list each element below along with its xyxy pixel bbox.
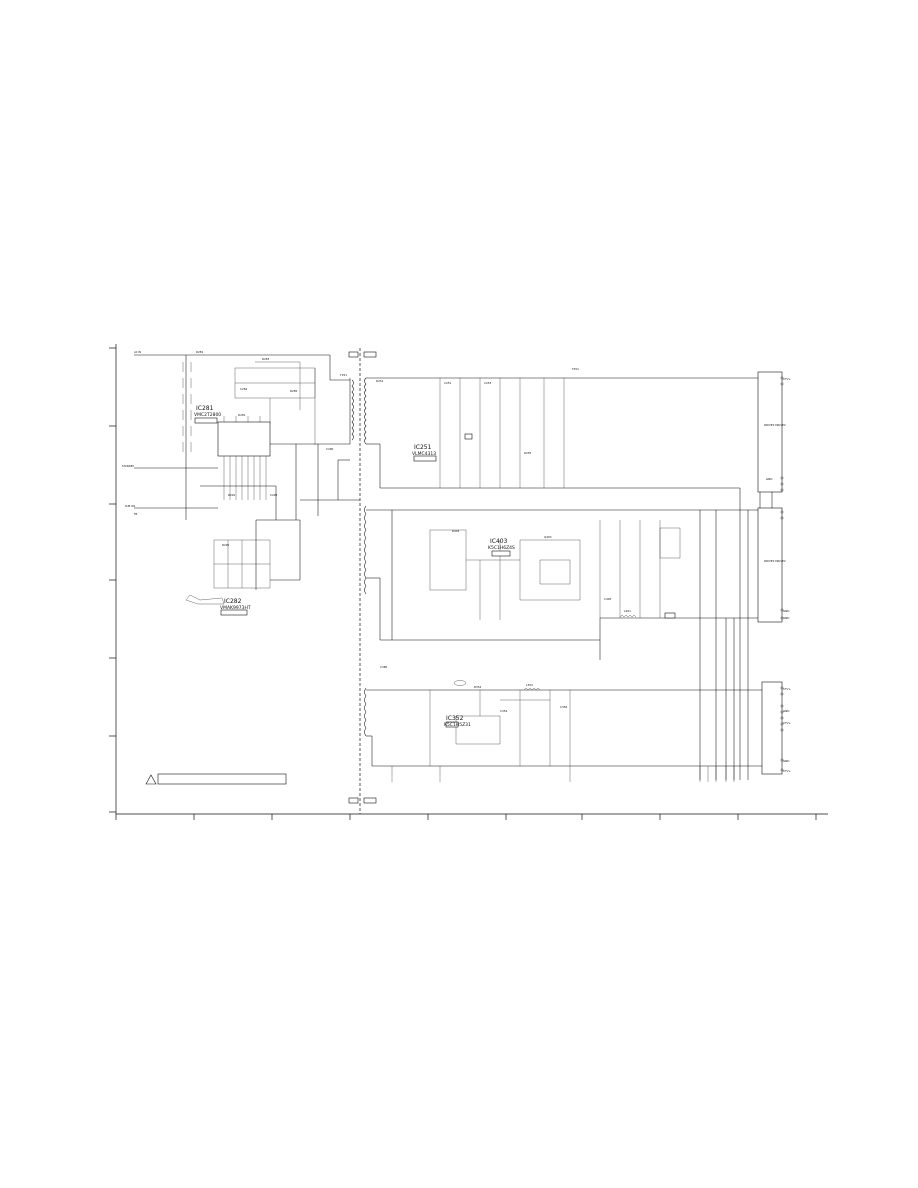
middle-connector-label-1: DRIVE2 DRIVE2 — [764, 559, 786, 563]
svg-text:R281: R281 — [196, 350, 204, 354]
svg-text:D281: D281 — [238, 413, 246, 417]
bottom-connector-label-2: GND — [783, 709, 789, 713]
ic352-part: K5C1H5Z31 — [444, 722, 471, 728]
middle-connector-label-3: GND — [783, 616, 789, 620]
ic251-label: IC251 VLMC4313 — [412, 444, 437, 462]
ic282-label: IC282 VMAK9973HT — [185, 594, 251, 616]
ic282-ref: IC282 — [224, 598, 242, 605]
ic282-part: VMAK9973HT — [220, 605, 251, 611]
svg-text:C282: C282 — [240, 387, 248, 391]
ic403-part: K5C1H6Z4S — [488, 545, 515, 551]
primary-input-labels: AC IN STANDBY SUB ON FB — [122, 350, 141, 516]
svg-text:C356: C356 — [560, 705, 568, 709]
svg-text:C293: C293 — [270, 493, 278, 497]
isolation-boundary — [348, 348, 377, 814]
svg-text:C251: C251 — [444, 381, 452, 385]
output-connector-top: CTV+ DRIVE2 DRIVE2 GND — [757, 371, 792, 493]
ic403-ref: IC403 — [490, 538, 508, 545]
middle-connector-label-2: GND — [783, 609, 789, 613]
svg-text:STANDBY: STANDBY — [122, 464, 134, 468]
svg-text:L352: L352 — [526, 683, 533, 687]
svg-text:R255: R255 — [524, 451, 532, 455]
svg-text:FB: FB — [134, 512, 137, 516]
svg-text:T251: T251 — [339, 373, 347, 377]
svg-text:D251: D251 — [376, 379, 384, 383]
ic281-part: VMC2T2800 — [194, 412, 221, 418]
warning-triangle-icon — [145, 774, 157, 785]
top-connector-label-2: DRIVE2 DRIVE2 — [764, 423, 786, 427]
svg-text:SUB ON: SUB ON — [125, 504, 135, 508]
top-connector-label-3: GND — [766, 477, 772, 481]
svg-text:C290: C290 — [326, 447, 334, 451]
svg-text:Q403: Q403 — [544, 535, 552, 539]
svg-text:AC IN: AC IN — [134, 350, 141, 354]
ic403-label: IC403 K5C1H6Z4S — [488, 538, 515, 557]
ic352-ref: IC352 — [446, 715, 464, 722]
output-connector-middle: DRIVE2 DRIVE2 GND GND — [757, 507, 789, 623]
ic251-ref: IC251 — [414, 444, 432, 451]
svg-text:C405: C405 — [604, 597, 612, 601]
ic281-label: IC281 VMC2T2800 — [194, 405, 221, 424]
svg-text:C354: C354 — [500, 709, 508, 713]
svg-text:R285: R285 — [290, 389, 298, 393]
svg-text:R283: R283 — [262, 357, 270, 361]
bottom-connector-label-3: CTV+ — [783, 721, 792, 725]
sheet-frame — [109, 344, 828, 820]
svg-text:C380: C380 — [380, 665, 388, 669]
svg-text:L401: L401 — [624, 609, 631, 613]
svg-text:R403: R403 — [452, 529, 460, 533]
ic352-label: IC352 K5C1H5Z31 — [444, 715, 471, 728]
svg-text:R291: R291 — [228, 493, 236, 497]
svg-text:R352: R352 — [474, 685, 482, 689]
safety-notice-box — [157, 773, 287, 785]
ic281-ref: IC281 — [196, 405, 214, 412]
svg-text:F251: F251 — [572, 367, 579, 371]
svg-text:C253: C253 — [484, 381, 492, 385]
output-connector-bottom: CTV+ GND CTV+ GND CTV+ — [761, 681, 792, 775]
secondary-wiring — [364, 377, 780, 782]
bottom-connector-label-1: CTV+ — [783, 687, 792, 691]
ic251-part: VLMC4313 — [412, 451, 436, 457]
svg-text:R295: R295 — [222, 543, 230, 547]
top-connector-label-1: CTV+ — [783, 377, 792, 381]
component-marks: R281 R283 C282 R285 D281 C290 R291 C293 … — [196, 350, 631, 713]
marker-boxes — [445, 433, 676, 728]
bottom-connector-label-5: CTV+ — [783, 769, 792, 773]
bottom-connector-label-4: GND — [783, 759, 789, 763]
safety-notice — [145, 773, 287, 785]
primary-wiring — [134, 354, 360, 590]
